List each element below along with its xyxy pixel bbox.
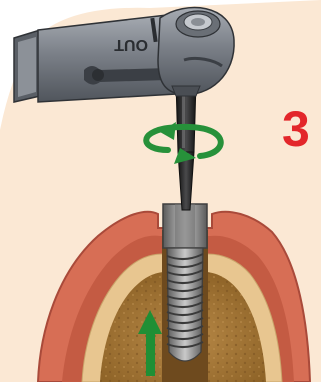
- wrench-engraving: OUT: [114, 36, 148, 53]
- implant-collar-shade: [175, 204, 195, 248]
- implant-body: [167, 248, 203, 361]
- step-number: 3: [282, 104, 310, 154]
